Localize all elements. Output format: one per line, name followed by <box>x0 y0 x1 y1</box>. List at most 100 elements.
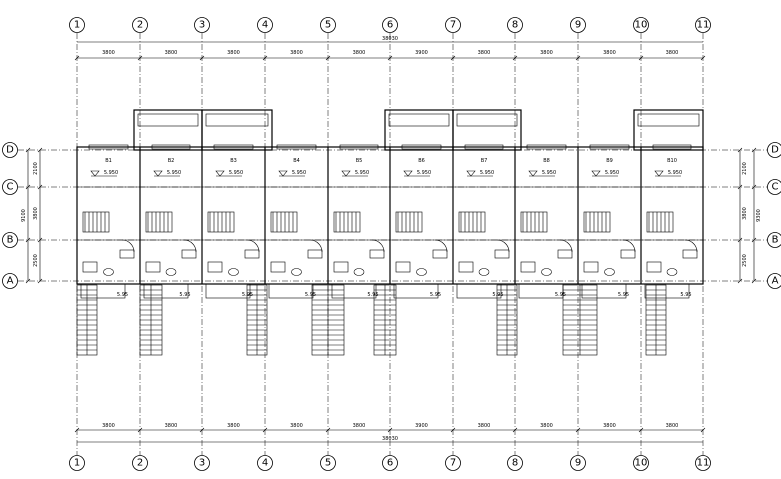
left-dim-total-value: 9100 <box>21 209 27 222</box>
top-dim-tick <box>199 55 205 61</box>
axis-bubble-bottom-11-label: 11 <box>697 458 710 469</box>
window <box>464 144 504 150</box>
toilet <box>604 268 615 276</box>
elevation-value: 5.950 <box>668 170 682 176</box>
left-dim-value: 2500 <box>33 254 39 267</box>
top-dim-tick <box>700 55 706 61</box>
bottom-dim-value: 3800 <box>165 423 178 429</box>
basin <box>181 249 197 259</box>
bottom-dim-value: 3800 <box>478 423 491 429</box>
elevation-marker <box>654 170 664 177</box>
left-dim-tick <box>25 184 31 190</box>
axis-bubble-left-D-circle <box>2 142 18 158</box>
axis-bubble-bottom-10-circle <box>633 455 649 471</box>
elevation-marker <box>153 170 163 177</box>
interior-stair <box>395 211 423 233</box>
bottom-dim-tick <box>137 427 143 433</box>
step-level: 5.95 <box>117 292 128 298</box>
top-dim-value: 3800 <box>102 50 115 56</box>
elevation-value: 5.950 <box>229 170 243 176</box>
toilet <box>165 268 177 276</box>
bay-sill-2 <box>388 113 450 127</box>
interior-stair <box>520 211 548 233</box>
axis-bubble-top-7-circle <box>445 17 461 33</box>
bath-fixture <box>207 261 223 273</box>
elevation-marker <box>466 170 476 177</box>
basin <box>432 249 448 259</box>
axis-bubble-right-D-circle <box>767 142 781 158</box>
axis-bubble-right-A-circle <box>767 273 781 289</box>
axis-bubble-top-9-label: 9 <box>575 20 581 31</box>
rear-projection-9 <box>644 283 690 299</box>
axis-bubble-bottom-2-circle <box>132 455 148 471</box>
basin <box>369 249 385 259</box>
window <box>652 144 692 150</box>
axis-bubble-top-4-label: 4 <box>262 20 268 31</box>
bath-fixture <box>520 261 536 273</box>
axis-bubble-bottom-3-label: 3 <box>199 458 205 469</box>
top-dim-value: 3800 <box>290 50 303 56</box>
door-swing <box>496 239 510 253</box>
axis-bubble-top-6-label: 6 <box>387 20 393 31</box>
left-dim-tick <box>25 237 31 243</box>
axis-bubble-left-C-label: C <box>7 182 14 193</box>
axis-bubble-top-7-label: 7 <box>450 20 456 31</box>
top-dim-tick <box>74 55 80 61</box>
top-dim-value: 3800 <box>353 50 366 56</box>
axis-bubble-bottom-6-label: 6 <box>387 458 393 469</box>
axis-bubble-bottom-7-circle <box>445 455 461 471</box>
top-dim-value: 3800 <box>666 50 679 56</box>
left-dim-tick <box>25 278 31 284</box>
axis-bubble-right-B-label: B <box>772 235 779 246</box>
axis-bubble-top-1-circle <box>69 17 85 33</box>
axis-bubble-top-3-circle <box>194 17 210 33</box>
interior-stair <box>270 211 298 233</box>
axis-bubble-top-8-circle <box>507 17 523 33</box>
exterior-stairs <box>76 284 667 356</box>
axis-bubble-bottom-9-circle <box>570 455 586 471</box>
window <box>276 144 317 150</box>
right-dim-tick <box>737 278 743 284</box>
room-label: B9 <box>606 158 613 164</box>
elevation-marker <box>341 170 351 177</box>
right-dim-value: 2100 <box>742 162 748 175</box>
bottom-dim-tick <box>700 427 706 433</box>
elevation-marker <box>591 170 601 177</box>
left-dim-value: 2100 <box>33 162 39 175</box>
right-dim-tick <box>751 278 757 284</box>
basin <box>494 249 510 259</box>
rear-projection-5 <box>393 283 439 299</box>
axis-bubble-top-9-circle <box>570 17 586 33</box>
right-dim-tick <box>737 147 743 153</box>
bottom-dim-value: 3900 <box>415 423 428 429</box>
bottom-dim-value: 3800 <box>666 423 679 429</box>
toilet <box>666 268 678 276</box>
axis-bubble-right-A-label: A <box>772 276 779 287</box>
axis-bubble-top-4-circle <box>257 17 273 33</box>
door-swing <box>622 239 636 253</box>
door-swing <box>183 239 197 253</box>
right-dim-tick <box>751 147 757 153</box>
basin <box>307 249 323 259</box>
bay-window-2 <box>384 109 454 151</box>
left-dim-tick <box>37 184 43 190</box>
top-dim-tick <box>575 55 581 61</box>
axis-bubble-top-2-label: 2 <box>137 20 143 31</box>
top-dim-tick <box>137 55 143 61</box>
axis-bubble-bottom-8-label: 8 <box>512 458 518 469</box>
rear-projection-0 <box>80 283 126 299</box>
step-level: 5.95 <box>430 292 441 298</box>
bottom-dim-tick <box>638 427 644 433</box>
axis-bubble-top-11-circle <box>695 17 711 33</box>
bath-fixture <box>646 261 662 273</box>
left-dim-value: 3800 <box>33 207 39 220</box>
door-swing <box>309 239 323 253</box>
elevation-value: 5.950 <box>605 170 619 176</box>
interior-stair <box>458 211 486 233</box>
interior-stair <box>646 211 674 233</box>
bottom-dim-value: 3800 <box>603 423 616 429</box>
interior-stair <box>82 211 110 233</box>
room-label: B4 <box>293 158 300 164</box>
door-swing <box>559 239 573 253</box>
